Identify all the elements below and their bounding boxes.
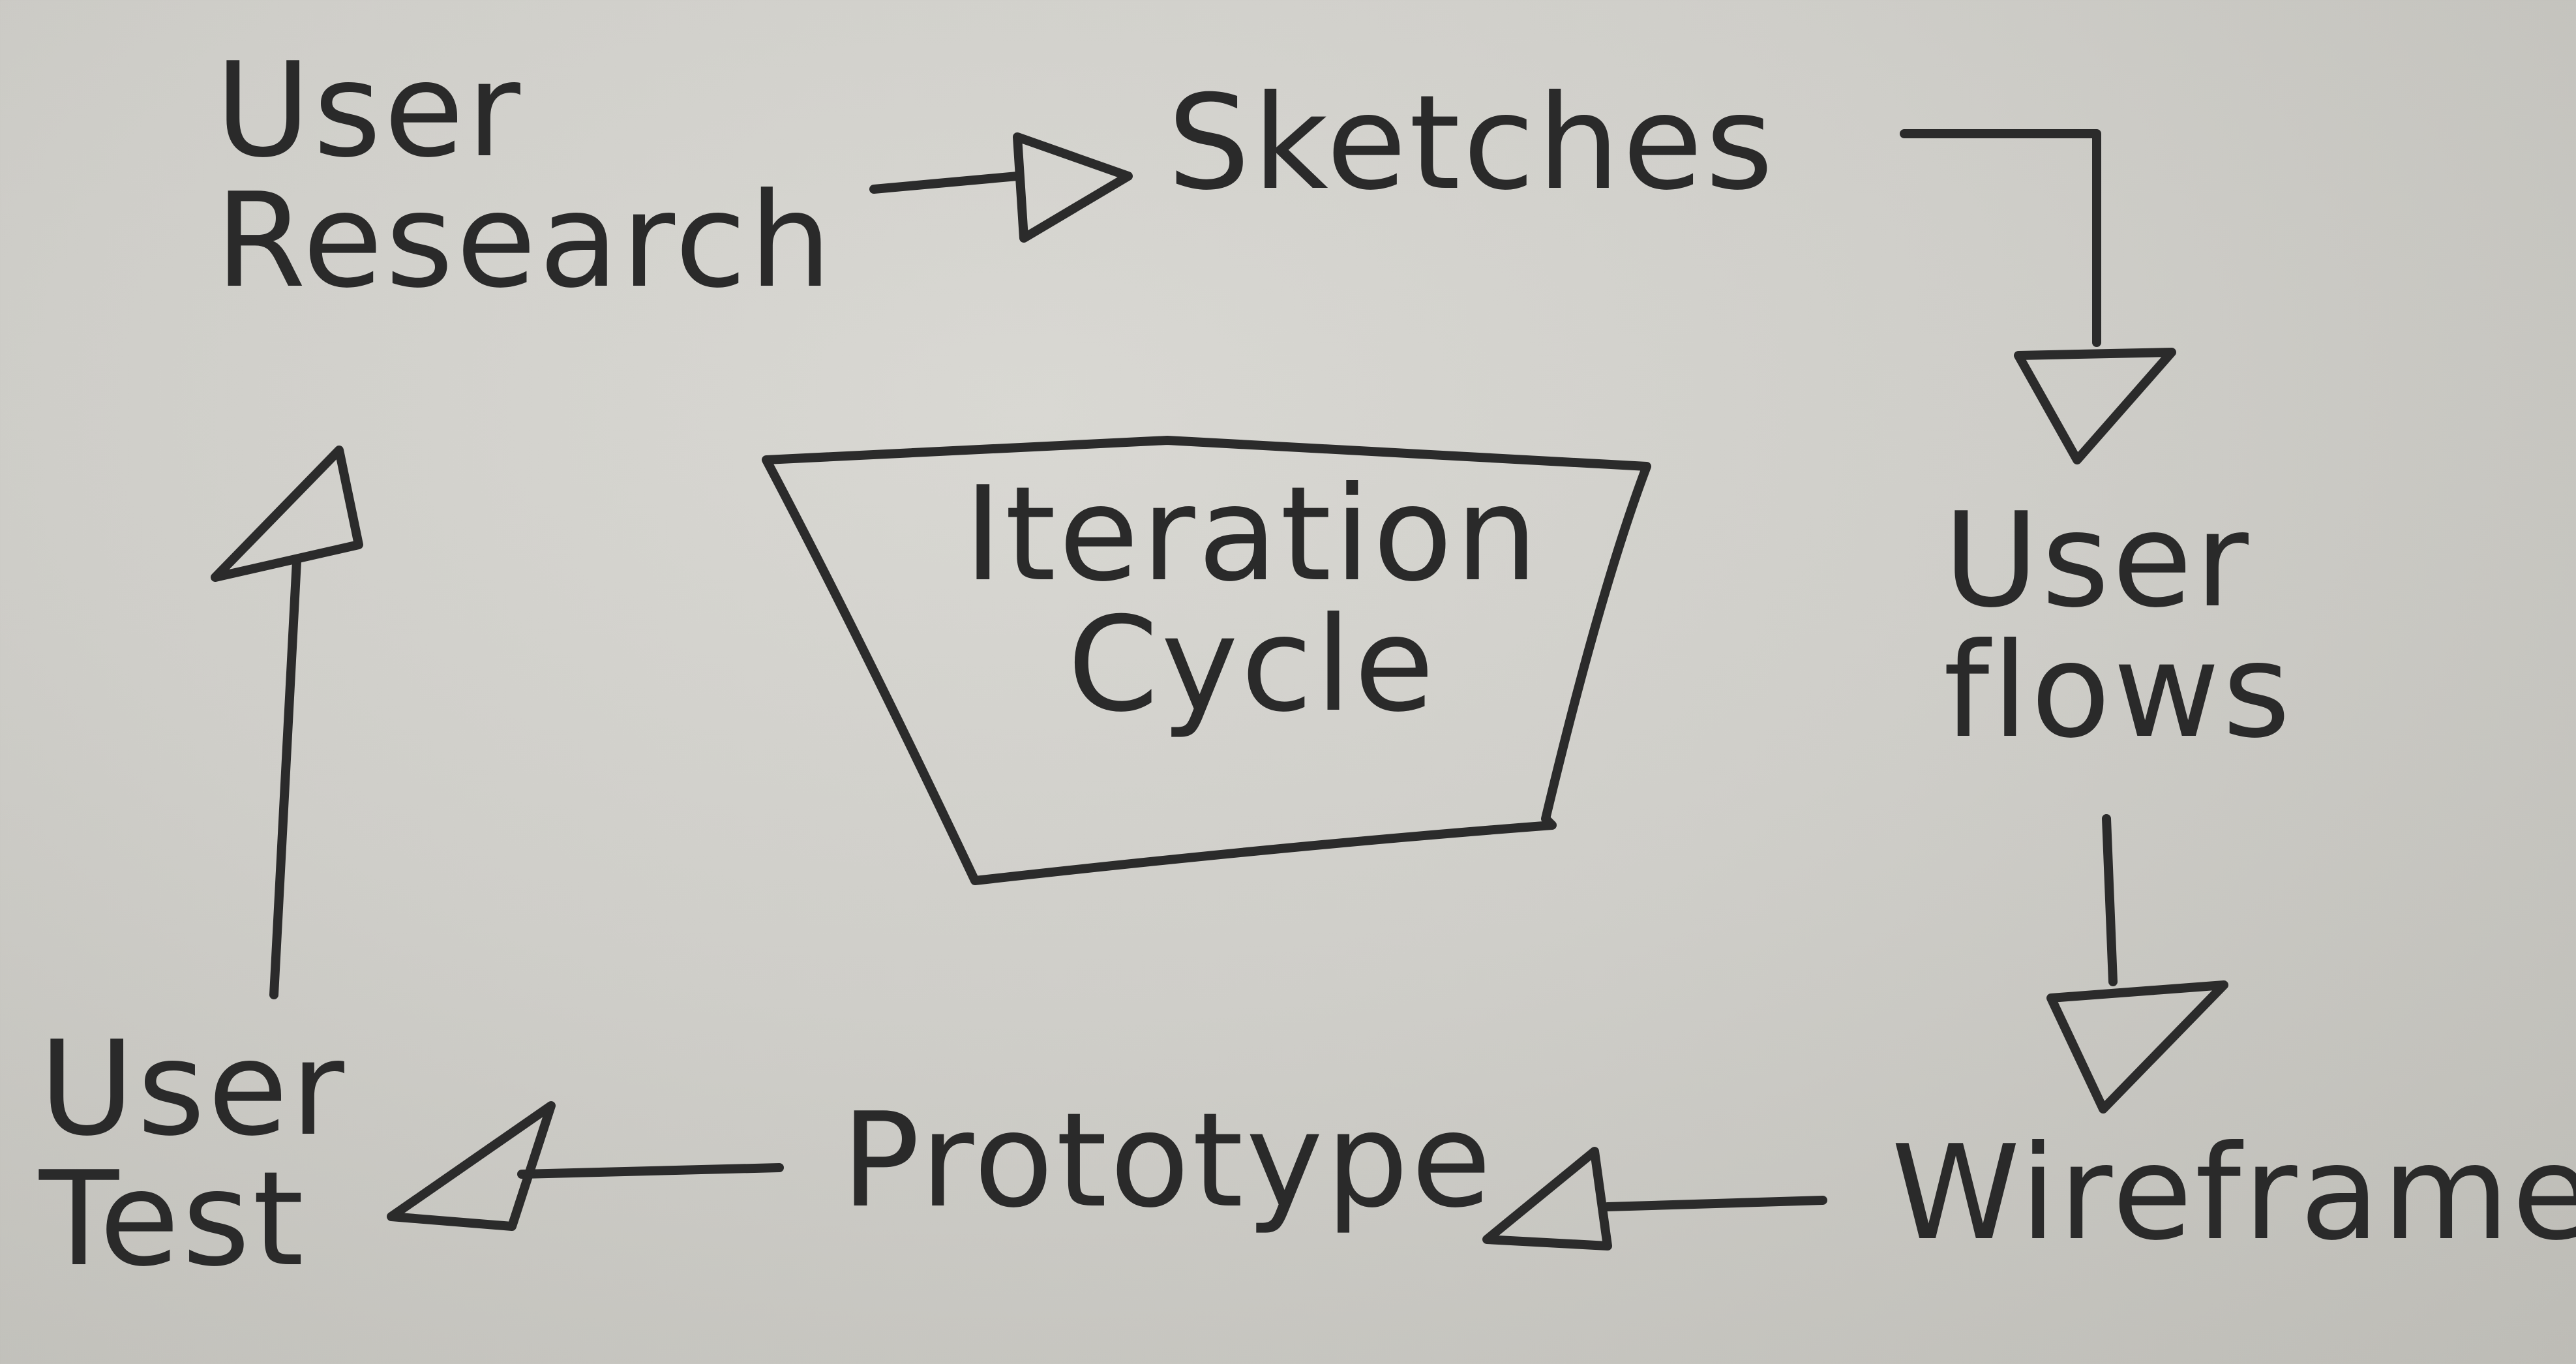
arrow-usertest-to-research-head (211, 446, 363, 582)
arrow-usertest-to-research-shaft (269, 556, 301, 999)
arrow-wireframes-to-prototype-head (1482, 1147, 1612, 1250)
arrow-flows-to-wireframes-head (2046, 980, 2228, 1114)
node-user-research: User Research (215, 46, 834, 307)
node-prototype-label: Prototype (841, 1085, 1494, 1237)
center-label-line-2: Cycle (1067, 589, 1437, 741)
center-label-line-1: Iteration (963, 459, 1541, 611)
node-prototype: Prototype (841, 1096, 1494, 1226)
node-sketches-label: Sketches (1167, 67, 1776, 219)
node-user-research-line-1: User (215, 35, 523, 187)
node-sketches: Sketches (1167, 78, 1776, 209)
arrow-prototype-to-usertest-shaft (517, 1163, 784, 1179)
center-label: Iteration Cycle (841, 470, 1663, 731)
node-wireframes: Wireframes (1891, 1129, 2576, 1259)
node-user-test-line-2: Test (39, 1144, 307, 1296)
node-user-research-line-2: Research (215, 165, 835, 317)
node-user-flows-line-1: User (1943, 485, 2251, 637)
center-trapezoid (762, 436, 1651, 885)
arrow-prototype-to-usertest-head (387, 1101, 556, 1231)
node-user-test-line-1: User (39, 1013, 347, 1165)
arrow-sketches-to-flows-shaft (1900, 129, 2101, 347)
node-user-test: User Test (39, 1024, 347, 1285)
node-wireframes-label: Wireframes (1891, 1117, 2576, 1269)
arrow-wireframes-to-prototype-shaft (1603, 1196, 1827, 1211)
arrow-research-to-sketches-shaft (869, 172, 1022, 194)
node-user-flows-line-2: flows (1943, 615, 2294, 767)
arrow-flows-to-wireframes-shaft (2102, 814, 2118, 986)
node-user-flows: User flows (1943, 496, 2293, 757)
arrow-sketches-to-flows-head (2014, 348, 2176, 464)
arrow-research-to-sketches-head (1013, 132, 1133, 243)
